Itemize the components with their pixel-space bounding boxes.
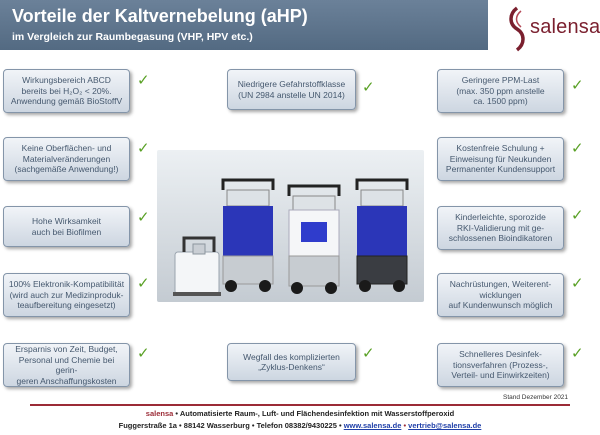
status-date: Stand Dezember 2021 xyxy=(503,394,569,401)
checkmark-icon: ✓ xyxy=(137,274,150,292)
advantage-box-wirksamkeit: Hohe Wirksamkeit auch bei Biofilmen xyxy=(3,206,130,247)
footer-divider xyxy=(30,404,570,406)
checkmark-icon: ✓ xyxy=(571,76,584,94)
advantage-box-oberflaechen: Keine Oberflächen- und Materialveränderu… xyxy=(3,137,130,181)
blue-device-right-icon xyxy=(355,178,409,292)
fogging-devices-illustration xyxy=(173,178,409,296)
advantage-box-ersparnis: Ersparnis von Zeit, Budget, Personal und… xyxy=(3,343,130,387)
checkmark-icon: ✓ xyxy=(571,139,584,157)
footer-company-line: salensa • Automatisierte Raum-, Luft- un… xyxy=(0,409,600,418)
checkmark-icon: ✓ xyxy=(571,274,584,292)
checkmark-icon: ✓ xyxy=(137,139,150,157)
footer-tagline: • Automatisierte Raum-, Luft- und Fläche… xyxy=(173,409,455,418)
advantage-box-zyklus: Wegfall des komplizierten „Zyklus-Denken… xyxy=(227,343,356,381)
checkmark-icon: ✓ xyxy=(362,78,375,96)
logo-mark-icon xyxy=(509,6,525,52)
footer-contact-line: Fuggerstraße 1a • 88142 Wasserburg • Tel… xyxy=(0,421,600,430)
footer-separator: • xyxy=(401,421,409,430)
checkmark-icon: ✓ xyxy=(137,208,150,226)
advantage-box-rki-validierung: Kinderleichte, sporozide RKI-Validierung… xyxy=(437,206,564,250)
page-title: Vorteile der Kaltvernebelung (aHP) xyxy=(12,6,308,26)
email-link[interactable]: vertrieb@salensa.de xyxy=(408,421,482,430)
title-banner: Vorteile der Kaltvernebelung (aHP) im Ve… xyxy=(0,0,488,50)
checkmark-icon: ✓ xyxy=(571,206,584,224)
advantage-box-gefahrstoffklasse: Niedrigere Gefahrstoffklasse (UN 2984 an… xyxy=(227,69,356,110)
website-link[interactable]: www.salensa.de xyxy=(343,421,402,430)
advantage-box-elektronik: 100% Elektronik-Kompatibilität (wird auc… xyxy=(3,273,130,317)
advantage-box-desinfektionsverfahren: Schnelleres Desinfek- tionsverfahren (Pr… xyxy=(437,343,564,387)
advantage-box-nachruestungen: Nachrüstungen, Weiterent- wicklungen auf… xyxy=(437,273,564,317)
footer-address: Fuggerstraße 1a • 88142 Wasserburg • Tel… xyxy=(118,421,344,430)
advantage-box-wirkungsbereich: Wirkungsbereich ABCD bereits bei H₂O₂ < … xyxy=(3,69,130,113)
advantage-box-ppm-last: Geringere PPM-Last (max. 350 ppm anstell… xyxy=(437,69,564,113)
checkmark-icon: ✓ xyxy=(571,344,584,362)
checkmark-icon: ✓ xyxy=(137,344,150,362)
small-device-icon xyxy=(173,236,221,296)
blue-device-left-icon xyxy=(221,178,275,292)
product-photo xyxy=(157,150,424,302)
page-subtitle: im Vergleich zur Raumbegasung (VHP, HPV … xyxy=(12,31,253,43)
logo-wordmark: salensa xyxy=(530,16,600,38)
advantage-box-schulung: Kostenfreie Schulung + Einweisung für Ne… xyxy=(437,137,564,181)
salensa-logo: salensa xyxy=(506,6,600,52)
checkmark-icon: ✓ xyxy=(137,71,150,89)
footer-brand: salensa xyxy=(145,409,174,418)
white-device-center-icon xyxy=(287,184,341,294)
checkmark-icon: ✓ xyxy=(362,344,375,362)
